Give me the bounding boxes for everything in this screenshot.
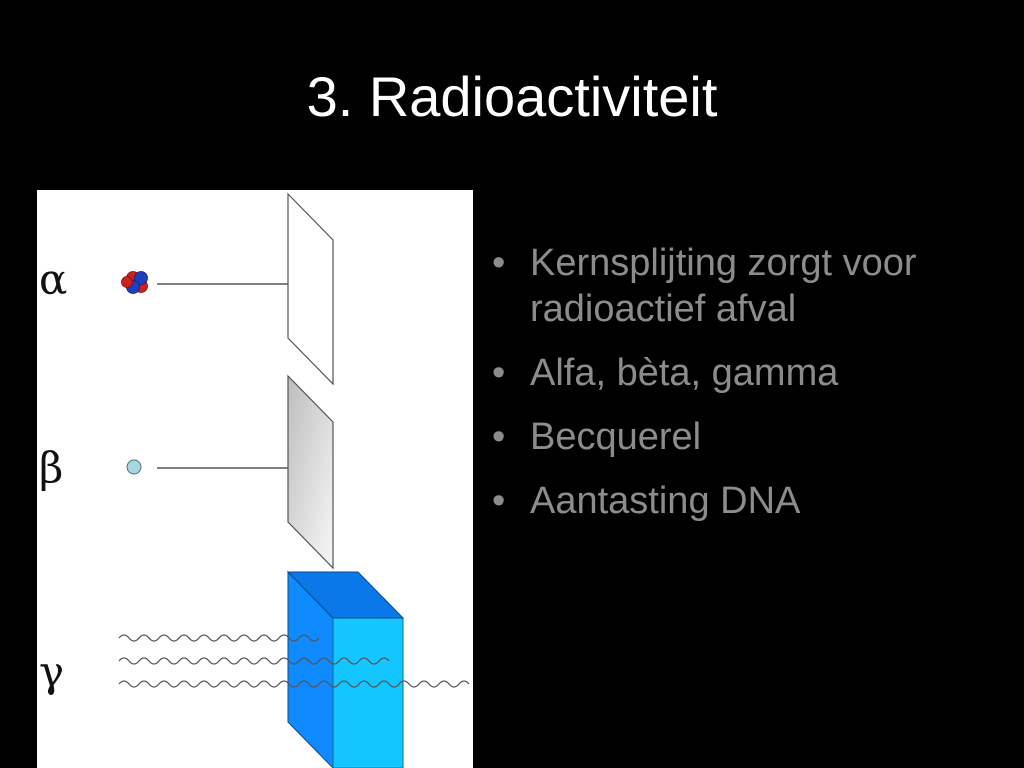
radiation-svg: α β γ bbox=[39, 192, 470, 768]
lead-block bbox=[286, 570, 405, 768]
bullet-dot: • bbox=[492, 242, 506, 284]
bullet-text: Alfa, bèta, gamma bbox=[530, 352, 839, 394]
slide-title: 3. Radioactiviteit bbox=[306, 65, 718, 128]
bullet-item: • Aantasting DNA bbox=[490, 478, 1010, 524]
gamma-wave-2 bbox=[118, 657, 390, 665]
radiation-penetration-diagram: α β γ bbox=[37, 190, 473, 768]
beta-particle-icon bbox=[126, 459, 142, 475]
alpha-particle-icon bbox=[121, 271, 148, 294]
bullet-item: • Becquerel bbox=[490, 414, 1010, 460]
bullet-text: Kernsplijting zorgt voor radioactief afv… bbox=[530, 242, 917, 330]
bullet-dot: • bbox=[492, 480, 506, 522]
bullet-dot: • bbox=[492, 416, 506, 458]
aluminium-sheet bbox=[287, 374, 334, 570]
alpha-label: α bbox=[39, 255, 67, 304]
gamma-wave-3 bbox=[118, 680, 470, 688]
gamma-label: γ bbox=[39, 647, 64, 696]
bullet-item: • Kernsplijting zorgt voor radioactief a… bbox=[490, 240, 1010, 332]
bullet-item: • Alfa, bèta, gamma bbox=[490, 350, 1010, 396]
gamma-wave-1 bbox=[118, 634, 320, 642]
bullet-dot: • bbox=[492, 352, 506, 394]
bullet-list: • Kernsplijting zorgt voor radioactief a… bbox=[490, 240, 1010, 542]
bullet-text: Aantasting DNA bbox=[530, 480, 801, 522]
bullet-text: Becquerel bbox=[530, 416, 702, 458]
beta-label: β bbox=[39, 443, 63, 492]
paper-sheet bbox=[287, 192, 334, 386]
gamma-waves bbox=[118, 634, 470, 688]
